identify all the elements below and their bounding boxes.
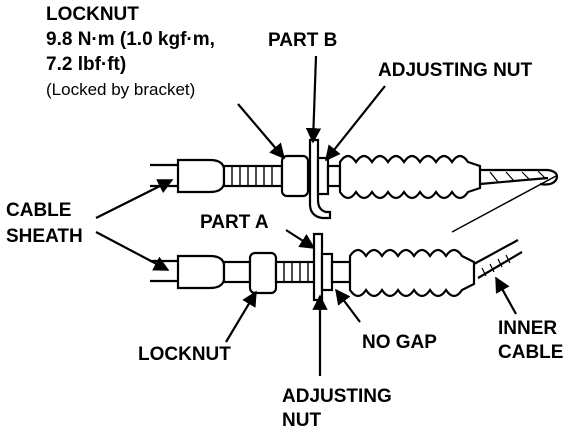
bottom-locknut-label: LOCKNUT <box>138 344 231 365</box>
inner-cable-label-line1: INNER <box>498 318 558 339</box>
leader-cable-sheath-top <box>95 179 174 219</box>
top-bellows-boot <box>338 154 482 200</box>
adjusting-nut-top-label: ADJUSTING NUT <box>378 60 533 81</box>
bottom-locknut <box>248 251 278 295</box>
inner-cable-label-line2: CABLE <box>498 342 564 363</box>
adjusting-nut-bottom-label-line2: NUT <box>282 410 322 431</box>
bottom-threaded-rod-left <box>222 260 252 284</box>
top-cable-assembly <box>150 138 559 233</box>
part-b-label: PART B <box>268 30 338 51</box>
cable-sheath-label-line2: SHEATH <box>6 226 83 247</box>
leader-no-gap <box>335 288 361 323</box>
part-a-label: PART A <box>200 212 269 233</box>
leader-part-a <box>285 229 316 249</box>
cable-sheath-label-line1: CABLE <box>6 200 72 221</box>
bottom-sheath-end-fitting <box>176 254 226 290</box>
leader-cable-sheath-bottom <box>95 231 170 271</box>
leader-lines <box>95 55 517 376</box>
bottom-threaded-rod-right <box>274 260 318 284</box>
bottom-cable-assembly <box>150 232 523 302</box>
top-locknut-label: LOCKNUT <box>46 4 139 25</box>
leader-part-b <box>305 55 322 144</box>
leader-bottom-locknut <box>225 290 257 343</box>
top-bracket-part-b <box>308 138 332 220</box>
adjusting-nut-bottom-label-line1: ADJUSTING <box>282 386 392 407</box>
bottom-cable-sheath <box>150 259 178 283</box>
top-adjusting-nut <box>316 156 330 196</box>
top-locknut <box>280 154 310 198</box>
top-sheath-end-fitting <box>176 158 226 194</box>
no-gap-label: NO GAP <box>362 332 437 353</box>
bottom-adjusting-nut <box>320 252 334 292</box>
leader-inner-cable <box>495 276 517 315</box>
leader-adjusting-nut-top <box>325 85 386 162</box>
top-locknut-note: (Locked by bracket) <box>46 80 196 99</box>
bottom-bellows-boot <box>348 248 476 298</box>
top-locknut-torque-line2: 7.2 lbf·ft) <box>46 54 127 75</box>
top-locknut-torque-line1: 9.8 N·m (1.0 kgf·m, <box>46 29 215 50</box>
leader-top-locknut <box>237 103 285 160</box>
bottom-bracket-part-a <box>312 232 324 302</box>
